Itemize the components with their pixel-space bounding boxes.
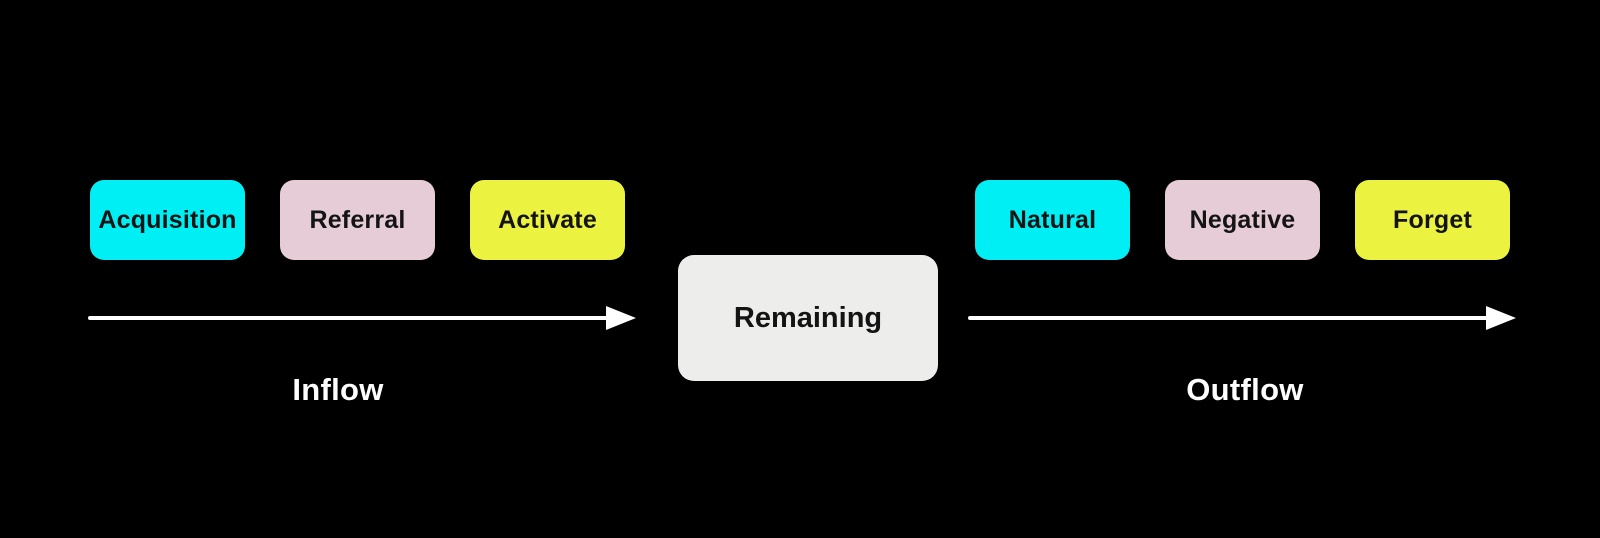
remaining-box: Remaining bbox=[678, 255, 938, 381]
inflow-label: Inflow bbox=[292, 372, 384, 407]
inflow-box-activate: Activate bbox=[470, 180, 625, 260]
remaining-box-label: Remaining bbox=[733, 301, 883, 334]
outflow-label: Outflow bbox=[1186, 372, 1304, 407]
inflow-box-activate-label: Activate bbox=[498, 205, 597, 234]
outflow-box-natural-label: Natural bbox=[1008, 205, 1097, 234]
inflow-box-referral: Referral bbox=[280, 180, 435, 260]
outflow-box-natural: Natural bbox=[975, 180, 1130, 260]
outflow-arrow-line bbox=[968, 316, 1490, 320]
inflow-box-acquisition-label: Acquisition bbox=[98, 205, 237, 234]
inflow-box-referral-label: Referral bbox=[309, 205, 406, 234]
outflow-box-negative: Negative bbox=[1165, 180, 1320, 260]
outflow-box-forget: Forget bbox=[1355, 180, 1510, 260]
outflow-box-forget-label: Forget bbox=[1393, 205, 1472, 234]
inflow-arrow-line bbox=[88, 316, 610, 320]
outflow-arrowhead-icon bbox=[1486, 306, 1516, 330]
outflow-box-negative-label: Negative bbox=[1189, 205, 1296, 234]
inflow-box-acquisition: Acquisition bbox=[90, 180, 245, 260]
inflow-arrowhead-icon bbox=[606, 306, 636, 330]
